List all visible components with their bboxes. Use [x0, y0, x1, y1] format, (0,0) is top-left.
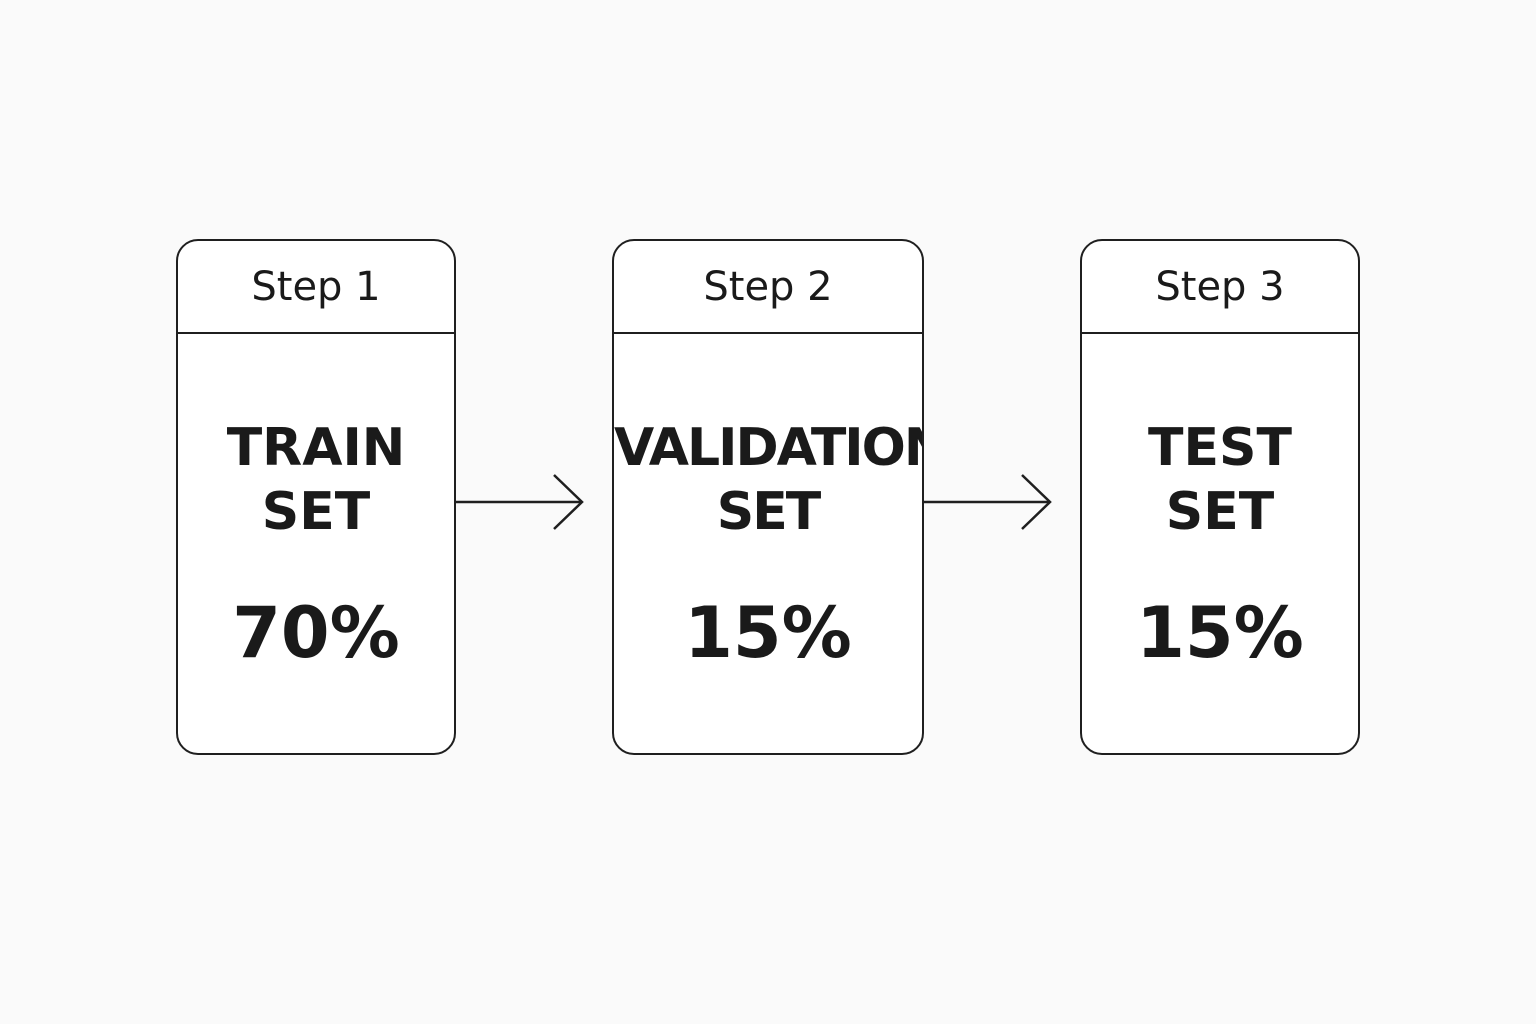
step-card-train: Step 1 TRAIN SET 70% — [176, 239, 456, 755]
arrow-right-icon — [924, 470, 1054, 534]
step-card-validation: Step 2 VALIDATION SET 15% — [612, 239, 924, 755]
step-header: Step 1 — [178, 241, 454, 334]
step-card-test: Step 3 TEST SET 15% — [1080, 239, 1360, 755]
step-percent: 15% — [684, 592, 852, 674]
step-name: TEST SET — [1148, 418, 1292, 542]
step-name: TRAIN SET — [226, 418, 406, 542]
step-name: VALIDATION SET — [614, 418, 924, 542]
step-header: Step 3 — [1082, 241, 1358, 334]
step-percent: 15% — [1136, 592, 1304, 674]
arrow-right-icon — [456, 470, 586, 534]
step-percent: 70% — [232, 592, 400, 674]
step-header: Step 2 — [614, 241, 922, 334]
